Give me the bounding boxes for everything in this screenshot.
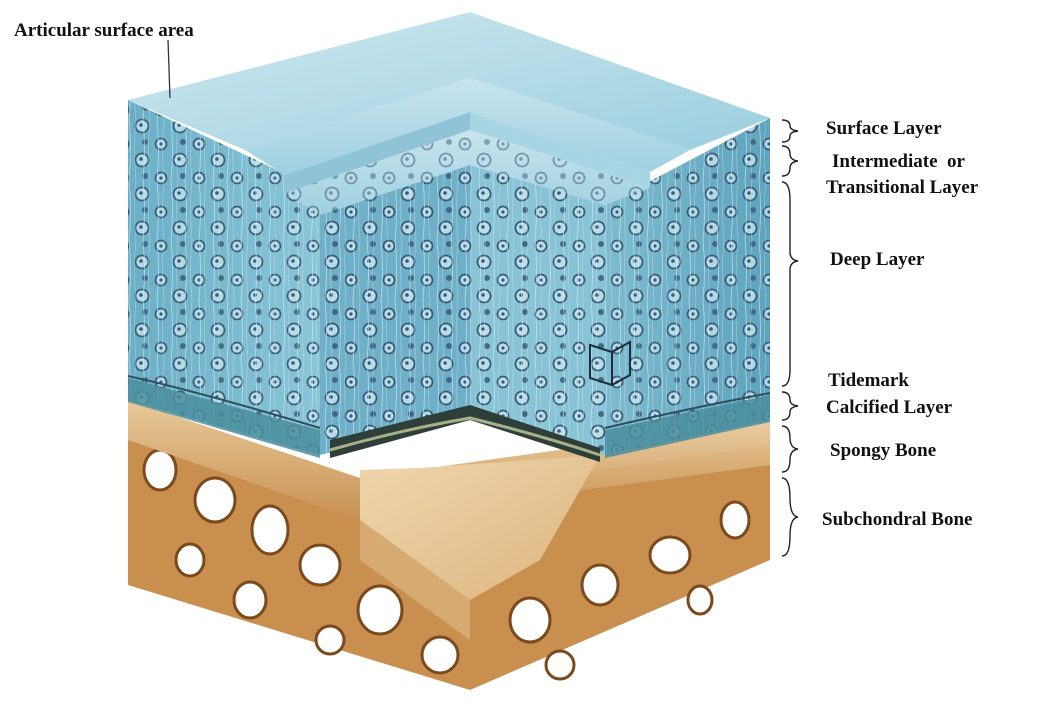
label-intermediate-line1: Intermediate or — [832, 151, 966, 172]
brace-intermediate — [782, 146, 798, 176]
brace-surface — [782, 120, 798, 142]
brace-calcified — [782, 392, 798, 420]
label-surface-layer: Surface Layer — [826, 118, 942, 139]
brace-spongy — [782, 426, 798, 472]
label-subchondral-bone: Subchondral Bone — [822, 509, 972, 530]
label-calcified-layer: Calcified Layer — [826, 397, 953, 418]
layer-braces — [782, 120, 798, 556]
label-deep-layer: Deep Layer — [830, 249, 925, 270]
label-spongy-bone: Spongy Bone — [830, 440, 936, 461]
label-intermediate-line2: Transitional Layer — [826, 177, 979, 198]
callout-leader-line — [168, 40, 170, 98]
label-tidemark: Tidemark — [828, 370, 909, 391]
callout-articular-surface: Articular surface area — [14, 20, 194, 41]
brace-subchondral — [782, 478, 798, 556]
brace-deep — [782, 182, 798, 386]
